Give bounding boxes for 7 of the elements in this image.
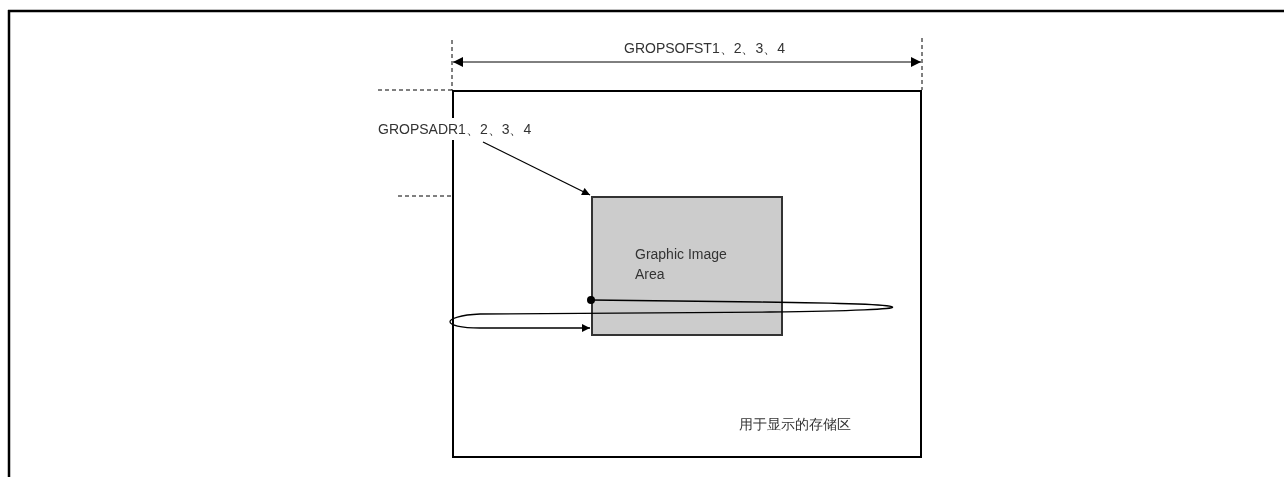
register-label: GROPSADR1、2、3、4	[378, 120, 532, 139]
dimension-label: GROPSOFST1、2、3、4	[624, 39, 786, 58]
area-caption: 用于显示的存储区	[739, 415, 851, 434]
image-area-box	[591, 196, 783, 336]
scan-arrow	[449, 296, 894, 332]
leader-line	[482, 141, 591, 196]
area-label: Graphic Image Area	[635, 245, 728, 284]
